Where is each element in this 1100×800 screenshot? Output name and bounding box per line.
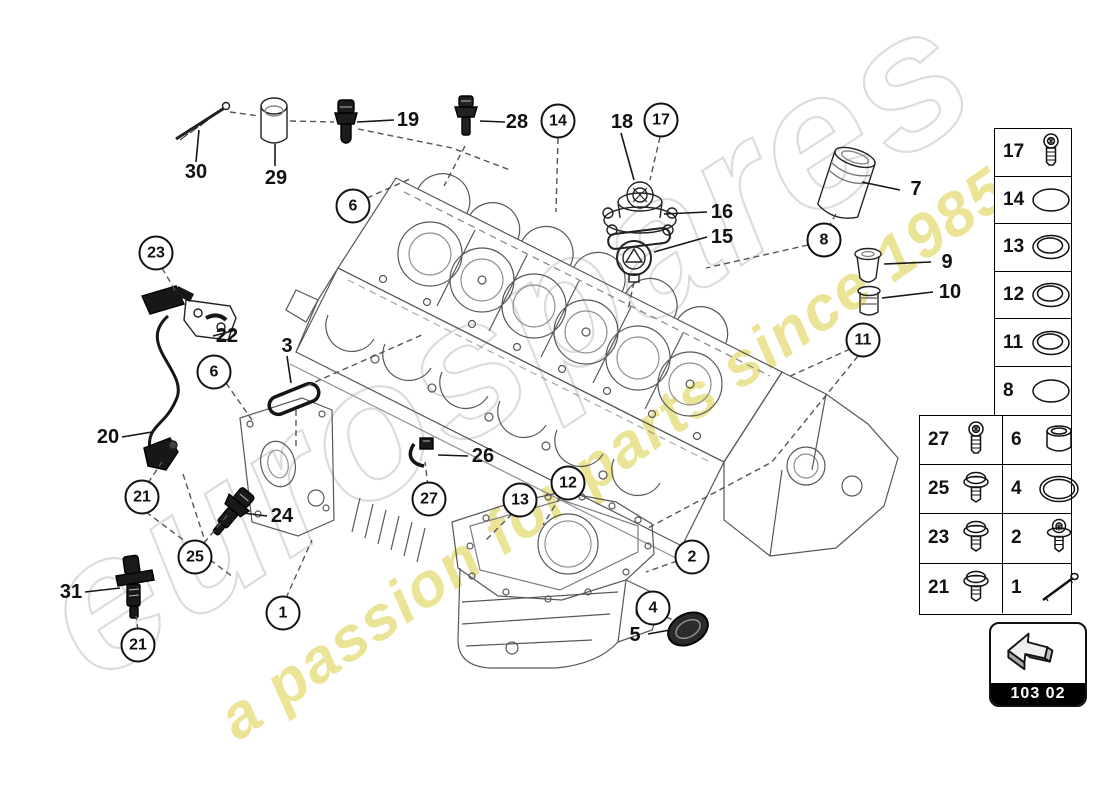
flange-screw-icon: [963, 570, 989, 603]
cable-sensor-part: [143, 314, 180, 471]
legend-part-number: 2: [1011, 527, 1022, 549]
oring-double-icon: [1032, 235, 1070, 260]
thermostat-part: [602, 181, 678, 283]
legend-part-number: 14: [1003, 188, 1025, 210]
plug-9-part: [854, 247, 882, 283]
legend-cell-27: 27: [920, 416, 1002, 464]
sensor-28-part: [454, 95, 478, 136]
sensor-19-part: [334, 99, 358, 144]
legend-cell-2: 2: [1002, 514, 1085, 563]
part-drawings: [115, 95, 882, 647]
legend-cell-12: 12: [995, 272, 1077, 319]
legend-row: 8: [995, 367, 1071, 415]
sensor-31-part: [115, 554, 155, 619]
flange-screw-icon: [963, 472, 989, 504]
legend-cell-4: 4: [1002, 465, 1085, 514]
legend-row: 14: [995, 177, 1071, 225]
legend-cell-13: 13: [995, 224, 1077, 271]
socket-screw-icon: [968, 421, 984, 454]
sensor-24-part: [212, 487, 255, 536]
cap-part: [260, 97, 288, 144]
legend-row: 17: [995, 129, 1071, 177]
legend-row: 11: [995, 319, 1071, 367]
legend-part-number: 11: [1003, 331, 1024, 353]
legend-row: 27 6: [920, 416, 1072, 466]
legend-part-number: 27: [928, 429, 950, 451]
leader-lines: [84, 119, 934, 635]
watermark-brand: eurospares: [2, 0, 1010, 719]
sleeve-icon: [1046, 425, 1072, 452]
long-screw-icon: [1042, 572, 1079, 602]
oring-large-icon: [1039, 476, 1079, 503]
legend-cell-6: 6: [1002, 416, 1085, 465]
flange-screw-icon: [963, 521, 989, 553]
oring-flat-icon: [1032, 188, 1070, 212]
seal-part: [667, 611, 709, 647]
legend-row: 21 1: [920, 563, 1079, 613]
plug-10-part: [857, 285, 881, 316]
legend-part-number: 1: [1011, 577, 1022, 599]
direction-arrow-icon: [1007, 632, 1054, 670]
gasket-part: [267, 381, 321, 417]
legend-part-number: 12: [1003, 284, 1025, 306]
legend-cell-23: 23: [920, 514, 1002, 562]
legend-part-number: 23: [928, 527, 950, 549]
page-code-badge: 103 02: [989, 622, 1087, 707]
legend-cell-25: 25: [920, 465, 1002, 513]
stud-part: [175, 101, 231, 141]
legend-row: 13: [995, 224, 1071, 272]
legend-part-number: 8: [1003, 379, 1014, 401]
legend-cell-17: 17: [995, 129, 1077, 176]
legend-part-number: 4: [1011, 478, 1022, 500]
socket-screw-icon: [1043, 133, 1059, 167]
washer-bolt-icon: [1046, 519, 1072, 553]
parts-legend-table-top: 17 14 13 12 11 8: [994, 128, 1072, 416]
clip-part: [408, 437, 434, 468]
legend-cell-8: 8: [995, 367, 1077, 415]
legend-part-number: 13: [1003, 236, 1025, 258]
parts-legend-table-bottom: 27 6 25 4 23 2 21 1: [919, 415, 1079, 615]
oring-double-icon: [1032, 282, 1070, 308]
legend-row: 25 4: [920, 465, 1079, 515]
legend-cell-21: 21: [920, 564, 1002, 613]
bracket-sensor-part: [141, 285, 237, 341]
legend-cell-1: 1: [1002, 563, 1085, 613]
legend-part-number: 17: [1003, 141, 1025, 163]
legend-row: 23 2: [920, 514, 1072, 564]
legend-part-number: 6: [1011, 429, 1022, 451]
legend-row: 12: [995, 272, 1071, 320]
legend-part-number: 21: [928, 577, 950, 599]
page-code-label: 103 02: [991, 683, 1085, 705]
oring-flat-icon: [1032, 379, 1070, 403]
oring-double-icon: [1032, 330, 1070, 355]
legend-cell-14: 14: [995, 177, 1077, 224]
legend-cell-11: 11: [995, 319, 1077, 366]
legend-part-number: 25: [928, 478, 950, 500]
